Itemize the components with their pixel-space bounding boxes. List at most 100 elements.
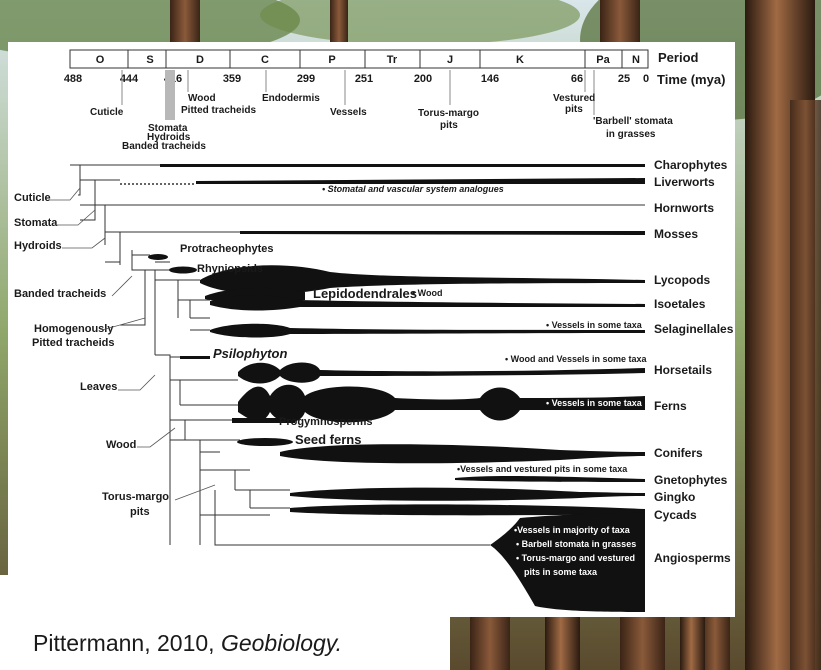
taxon-label: Conifers xyxy=(654,446,703,460)
lineage-conifers xyxy=(280,444,645,463)
period-bar xyxy=(70,50,648,68)
period-label: P xyxy=(328,54,335,66)
event-label: Wood xyxy=(188,93,216,104)
period-label: J xyxy=(447,54,453,66)
branch xyxy=(145,270,155,355)
taxon-label: Horsetails xyxy=(654,363,712,377)
time-tick: 251 xyxy=(355,73,373,85)
fossil-label: Seed ferns xyxy=(295,432,361,447)
trait-label: Torus-margo xyxy=(102,491,169,503)
note: •Vessels and vestured pits in some taxa xyxy=(457,464,628,474)
trait-label: Homogenously xyxy=(34,323,114,335)
time-axis-title: Time (mya) xyxy=(657,72,725,87)
event-label: pits xyxy=(565,104,583,115)
event-label: in grasses xyxy=(606,129,656,140)
taxon-label: Isoetales xyxy=(654,297,706,311)
period-label: K xyxy=(516,54,524,66)
lineage-seed-ferns xyxy=(237,438,293,446)
event-label: Cuticle xyxy=(90,107,124,118)
time-tick: 444 xyxy=(120,73,139,85)
branch xyxy=(70,165,80,195)
taxon-label: Gingko xyxy=(654,490,695,504)
fossil-label: Rhyniopsids xyxy=(197,263,263,275)
taxon-label: Ferns xyxy=(654,399,687,413)
taxon-label: Mosses xyxy=(654,227,698,241)
lineage-protracheophytes xyxy=(148,254,168,260)
fossil-label: Lepidodendrales xyxy=(313,286,417,301)
lineage-cycads xyxy=(290,504,645,515)
taxon-label: Selaginellales xyxy=(654,322,734,336)
lineage-gnetophytes xyxy=(455,476,645,482)
citation-author: Pittermann, 2010, xyxy=(33,630,221,656)
leader-line xyxy=(50,188,80,200)
trait-label: Banded tracheids xyxy=(14,288,106,300)
note: • Wood and Vessels in some taxa xyxy=(505,354,648,364)
lineage-charophytes xyxy=(160,164,645,167)
time-tick: 359 xyxy=(223,73,241,85)
event-label: pits xyxy=(440,120,458,131)
event-label: Vessels xyxy=(330,107,367,118)
taxon-label: Angiosperms xyxy=(654,551,731,565)
trait-label: Hydroids xyxy=(14,240,62,252)
fossil-label: Protracheophytes xyxy=(180,243,274,255)
note: • Torus-margo and vestured xyxy=(516,553,635,563)
taxon-label: Liverworts xyxy=(654,175,715,189)
time-tick: 25 xyxy=(618,73,630,85)
early-land-plant-band xyxy=(165,70,175,120)
note: • Barbell stomata in grasses xyxy=(516,539,636,549)
trait-notes: • Stomatal and vascular system analogues… xyxy=(322,184,648,474)
time-tick: 200 xyxy=(414,73,432,85)
fossil-label: Psilophyton xyxy=(213,346,287,361)
note: • Stomatal and vascular system analogues xyxy=(322,184,504,194)
citation-journal: Geobiology. xyxy=(221,630,342,656)
period-label: Pa xyxy=(596,54,610,66)
note: • Vessels in some taxa xyxy=(546,398,643,408)
event-label: Banded tracheids xyxy=(122,141,206,152)
time-tick: 0 xyxy=(643,73,649,85)
trait-label: Pitted tracheids xyxy=(32,337,115,349)
branch xyxy=(170,380,180,405)
lineage-gingko xyxy=(290,488,645,501)
timeline: O S D C P Tr J K Pa N Period 488 444 416… xyxy=(64,50,726,152)
lineage-psilophyton xyxy=(180,356,210,359)
leader-line xyxy=(62,238,105,248)
period-label: Tr xyxy=(387,54,398,66)
lineage-rhyniopsids xyxy=(169,267,197,274)
trait-labels: Cuticle Stomata Hydroids Banded tracheid… xyxy=(14,192,169,518)
period-label: O xyxy=(96,54,105,66)
note: • Vessels in some taxa xyxy=(546,320,643,330)
trait-label: Leaves xyxy=(80,381,117,393)
branch xyxy=(80,180,95,205)
leader-line xyxy=(137,428,175,447)
period-label: S xyxy=(146,54,153,66)
event-label: Pitted tracheids xyxy=(181,105,256,116)
branch xyxy=(235,490,250,508)
taxon-label: Gnetophytes xyxy=(654,473,728,487)
lineage-mosses xyxy=(240,231,645,235)
event-label: Endodermis xyxy=(262,93,320,104)
citation: Pittermann, 2010, Geobiology. xyxy=(33,630,342,657)
note: pits in some taxa xyxy=(524,567,598,577)
leader-line xyxy=(118,375,155,390)
note: • Wood xyxy=(412,288,442,298)
period-axis-title: Period xyxy=(658,50,699,65)
time-tick: 146 xyxy=(481,73,499,85)
leader-line xyxy=(175,485,215,500)
taxon-label: Charophytes xyxy=(654,158,728,172)
period-label: C xyxy=(261,54,269,66)
event-label: Torus-margo xyxy=(418,108,479,119)
period-label: D xyxy=(196,54,204,66)
time-tick: 66 xyxy=(571,73,583,85)
taxon-label: Hornworts xyxy=(654,201,714,215)
taxon-label: Lycopods xyxy=(654,273,711,287)
trait-label: pits xyxy=(130,506,150,518)
branch xyxy=(120,270,145,325)
event-label: 'Barbell' stomata xyxy=(593,116,673,127)
branch xyxy=(105,232,120,262)
branch xyxy=(178,300,190,318)
taxon-labels: Charophytes Liverworts Hornworts Mosses … xyxy=(654,158,734,565)
branch xyxy=(155,355,170,545)
time-tick: 299 xyxy=(297,73,315,85)
